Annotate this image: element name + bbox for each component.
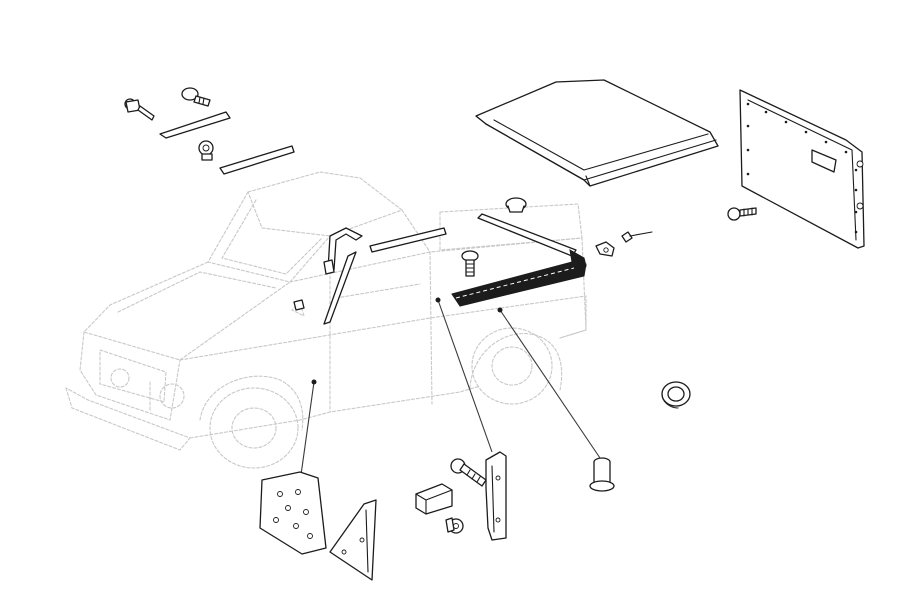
window-frame-trim-icon (323, 227, 447, 325)
leader-lines (299, 297, 601, 483)
screw-bottom-b-icon (445, 517, 464, 534)
rubber-grommet-icon (661, 381, 691, 409)
pillar-connector-icon (293, 299, 305, 311)
door-panel-screw-icon (727, 207, 757, 221)
rivet-pin-icon (621, 231, 653, 243)
corner-panel-left-icon (259, 471, 327, 555)
trim-strip-upper-icon (159, 111, 231, 139)
triangle-panel-icon (329, 499, 377, 581)
seal-black-rail-icon (451, 249, 587, 307)
pillar-bracket-icon (485, 451, 507, 541)
plug-cap-icon (505, 197, 527, 213)
door-trim-panel-icon (739, 89, 865, 249)
screw-upper-mid-icon (181, 87, 211, 107)
screw-center-icon (461, 250, 479, 277)
side-rail-strip-icon (477, 213, 577, 257)
hardtop-roof-icon (475, 79, 719, 187)
bracket-clip-icon (595, 241, 615, 257)
rubber-buffer-icon (415, 483, 453, 515)
clip-round-icon (198, 140, 214, 161)
screw-bottom-a-icon (450, 458, 487, 487)
vehicle-outline (65, 171, 587, 469)
screw-upper-left-icon (124, 98, 155, 121)
trim-strip-lower-icon (219, 145, 295, 175)
spacer-sleeve-icon (589, 457, 615, 492)
